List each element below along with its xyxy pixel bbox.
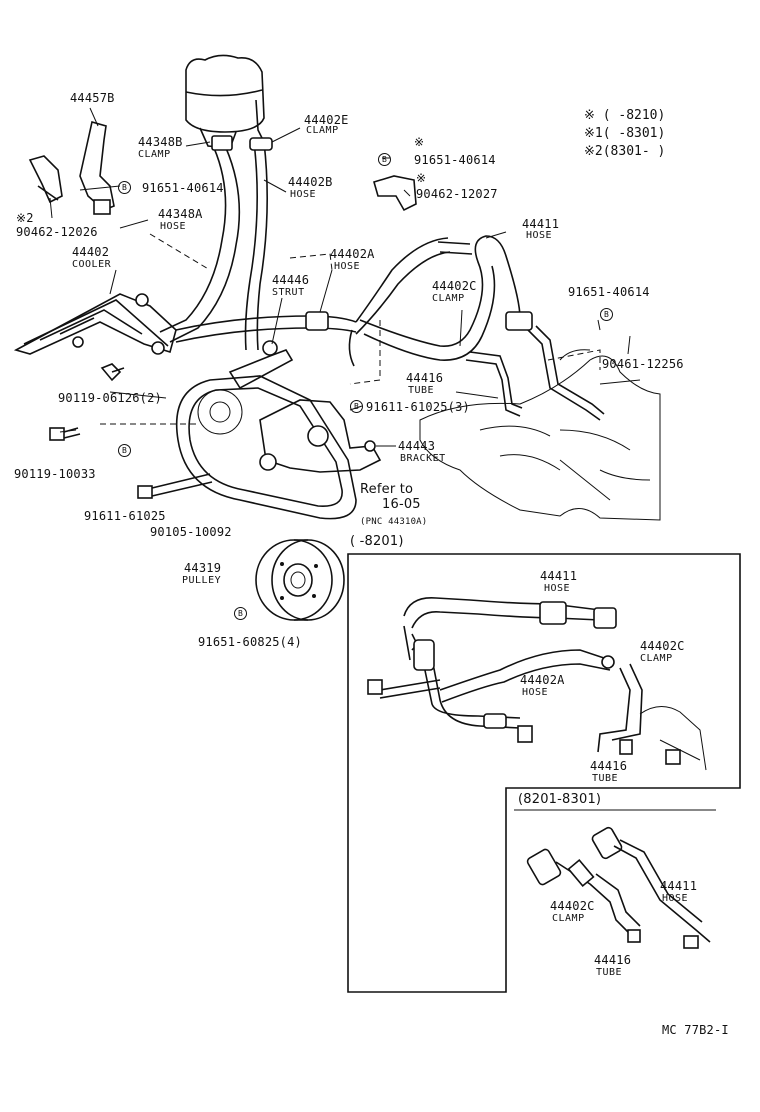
- strut-44446: [228, 340, 294, 390]
- clip-90462-12026: [28, 155, 63, 204]
- clamp-44348B-shape: [211, 135, 233, 151]
- part-number-44402C-inset2: 44402C: [550, 899, 595, 913]
- part-number-90461-12256: 90461-12256: [602, 357, 684, 371]
- part-number-90462-12026: 90462-12026: [16, 225, 98, 239]
- part-number-44348B: 44348B: [138, 135, 183, 149]
- part-name-tube-44416-main: TUBE: [408, 385, 435, 396]
- part-number-91651-40614-a: 91651-40614: [414, 153, 496, 167]
- part-number-44402C-inset1: 44402C: [640, 639, 685, 653]
- drive-belt: [175, 375, 357, 520]
- part-number-44348A: 44348A: [158, 207, 203, 221]
- part-number-90119-06126: 90119-06126(2): [58, 391, 162, 405]
- part-number-44402A-inset1: 44402A: [520, 673, 565, 687]
- part-number-91651-40614-c: 91651-40614: [568, 285, 650, 299]
- part-name-clamp-44402C-inset1: CLAMP: [640, 653, 673, 664]
- part-number-44402C-main: 44402C: [432, 279, 477, 293]
- inset1-range: ( -8201): [350, 534, 404, 549]
- bolt-90119-10033: [49, 427, 81, 441]
- bolt-marker-91651-40614-b: B: [118, 181, 133, 194]
- part-number-44443: 44443: [398, 439, 436, 453]
- bolt-marker-91651-40614-a: B: [378, 153, 393, 166]
- bolt-90119-06126: [100, 363, 125, 382]
- part-number-90105-10092: 90105-10092: [150, 525, 232, 539]
- pump-bracket-44443: [259, 399, 382, 473]
- catalog-code: MC 77B2-I: [662, 1023, 729, 1037]
- part-number-91651-60825: 91651-60825(4): [198, 635, 302, 649]
- part-number-44402A-main: 44402A: [330, 247, 375, 261]
- part-number-90462-12027: 90462-12027: [416, 187, 498, 201]
- hose-44402A: [175, 237, 451, 367]
- part-name-pulley-44319: PULLEY: [182, 575, 222, 586]
- leader-lines: [49, 107, 631, 447]
- inset2-hoses: [526, 826, 711, 949]
- clamp-90462-12027: [373, 175, 417, 212]
- hose-44348A: [159, 147, 241, 343]
- bolt-marker-91611-61025-3: B: [350, 400, 365, 413]
- reservoir-tank: [185, 54, 265, 149]
- legend-line-1: ※ ( -8210): [584, 108, 666, 123]
- part-name-clamp-44402C-inset2: CLAMP: [552, 913, 585, 924]
- part-number-44402E: 44402E: [304, 113, 349, 127]
- refer-to-number: 16-05: [382, 497, 421, 512]
- legend-line-3: ※2(8301- ): [584, 144, 666, 159]
- part-name-hose-44411-main: HOSE: [526, 230, 553, 241]
- bolt-90105-10092: [137, 473, 213, 499]
- inset1-hoses: [367, 597, 707, 771]
- part-number-44416-inset1: 44416: [590, 759, 628, 773]
- part-number-44457B: 44457B: [70, 91, 115, 105]
- inset2-range: (8201-8301): [518, 792, 602, 807]
- part-name-tube-44416-inset2: TUBE: [596, 967, 623, 978]
- part-number-44402B: 44402B: [288, 175, 333, 189]
- engine-block: [419, 349, 661, 521]
- part-number-91651-40614-b: 91651-40614: [142, 181, 224, 195]
- part-name-clamp-44402E: CLAMP: [306, 125, 339, 136]
- part-number-44416-main: 44416: [406, 371, 444, 385]
- bolt-marker-91651-60825: B: [234, 607, 249, 620]
- part-number-44319: 44319: [184, 561, 222, 575]
- hose-44411: [359, 235, 533, 361]
- part-name-hose-44411-inset2: HOSE: [662, 893, 689, 904]
- asterisk-90462-12027: ※: [416, 171, 427, 185]
- refer-to-pnc: (PNC 44310A): [360, 517, 428, 527]
- part-number-90119-10033: 90119-10033: [14, 467, 96, 481]
- part-name-hose-44402B: HOSE: [290, 189, 317, 200]
- part-name-cooler-44402: COOLER: [72, 259, 112, 270]
- part-number-44446: 44446: [272, 273, 310, 287]
- hose-44402B: [244, 137, 273, 351]
- bracket-44457B: [79, 120, 115, 215]
- part-name-hose-44402A-main: HOSE: [334, 261, 361, 272]
- part-number-44416-inset2: 44416: [594, 953, 632, 967]
- pump-pulley-shape: [197, 389, 243, 435]
- part-name-tube-44416-inset1: TUBE: [592, 773, 619, 784]
- bolt-marker-91611-61025: B: [118, 444, 133, 457]
- part-name-hose-44348A: HOSE: [160, 221, 187, 232]
- part-name-hose-44402A-inset1: HOSE: [522, 687, 549, 698]
- part-number-44411-inset1: 44411: [540, 569, 578, 583]
- cooler-44402: [13, 293, 177, 355]
- legend-line-2: ※1( -8301): [584, 126, 666, 141]
- inset-frame-8201: [347, 553, 741, 993]
- bolt-marker-91651-40614-c: B: [600, 308, 615, 321]
- refer-to-label: Refer to: [360, 482, 414, 497]
- part-name-clamp-44348B: CLAMP: [138, 149, 171, 160]
- part-number-91611-61025-3: 91611-61025(3): [366, 400, 470, 414]
- part-number-44402: 44402: [72, 245, 110, 259]
- asterisk-91651-40614: ※: [414, 135, 425, 149]
- part-name-bracket-44443: BRACKET: [400, 453, 446, 464]
- part-number-44411-main: 44411: [522, 217, 560, 231]
- part-number-44411-inset2: 44411: [660, 879, 698, 893]
- asterisk2-90462-12026: ※2: [16, 211, 34, 225]
- part-name-strut-44446: STRUT: [272, 287, 305, 298]
- part-number-91611-61025: 91611-61025: [84, 509, 166, 523]
- pulley-44319: [255, 539, 345, 621]
- tube-44416: [465, 325, 605, 421]
- part-name-clamp-44402C-main: CLAMP: [432, 293, 465, 304]
- part-name-hose-44411-inset1: HOSE: [544, 583, 571, 594]
